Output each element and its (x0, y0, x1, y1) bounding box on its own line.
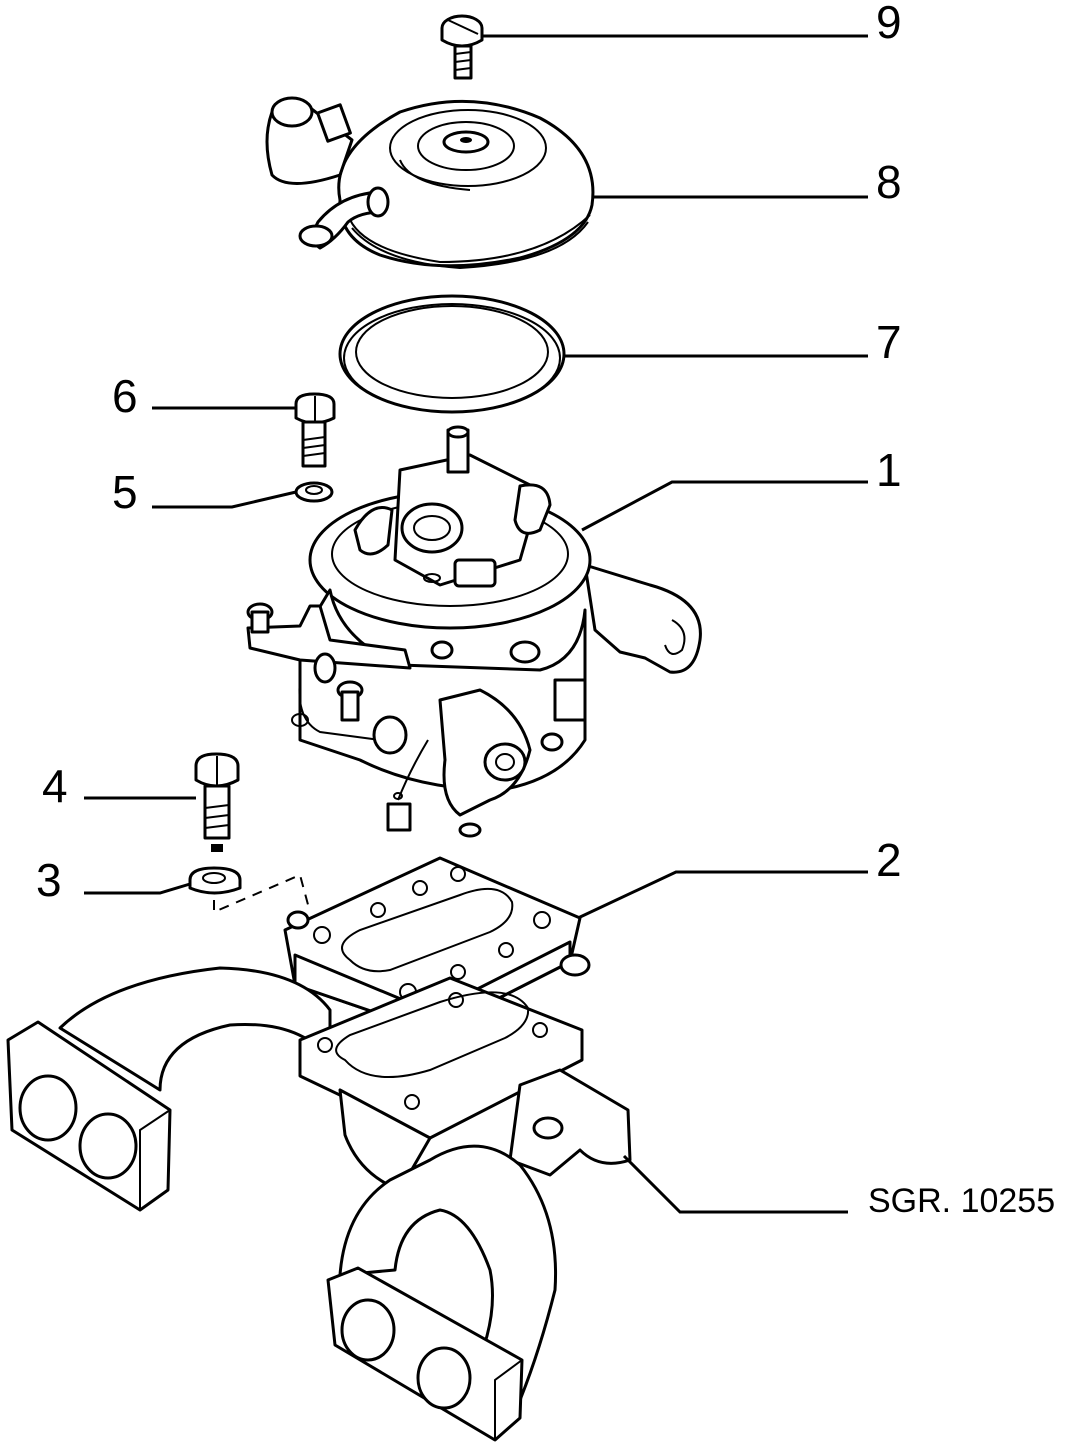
callout-9: 9 (876, 0, 902, 48)
leader-lines (84, 34, 868, 1214)
leader-3 (84, 882, 191, 895)
screw-9 (440, 14, 484, 80)
washer-5 (294, 481, 334, 503)
seal-ring-7 (338, 294, 566, 414)
callout-1: 1 (876, 444, 902, 496)
bolt-4 (194, 752, 240, 852)
carburettor-1 (246, 425, 702, 838)
callout-7: 7 (876, 316, 902, 368)
leader-1 (581, 480, 868, 532)
callout-8: 8 (876, 156, 902, 208)
reference-code: SGR. 10255 (868, 1182, 1055, 1220)
washer-3 (188, 866, 311, 914)
callout-5: 5 (112, 466, 138, 518)
bolt-6 (294, 392, 336, 468)
leader-5 (152, 490, 297, 509)
callout-3: 3 (36, 854, 62, 906)
intake-manifold (6, 966, 632, 1442)
air-filter-cover-8 (265, 96, 595, 270)
leader-ref (622, 1154, 848, 1214)
callout-2: 2 (876, 834, 902, 886)
leader-2 (577, 870, 868, 920)
callout-4: 4 (42, 760, 68, 812)
callout-6: 6 (112, 370, 138, 422)
